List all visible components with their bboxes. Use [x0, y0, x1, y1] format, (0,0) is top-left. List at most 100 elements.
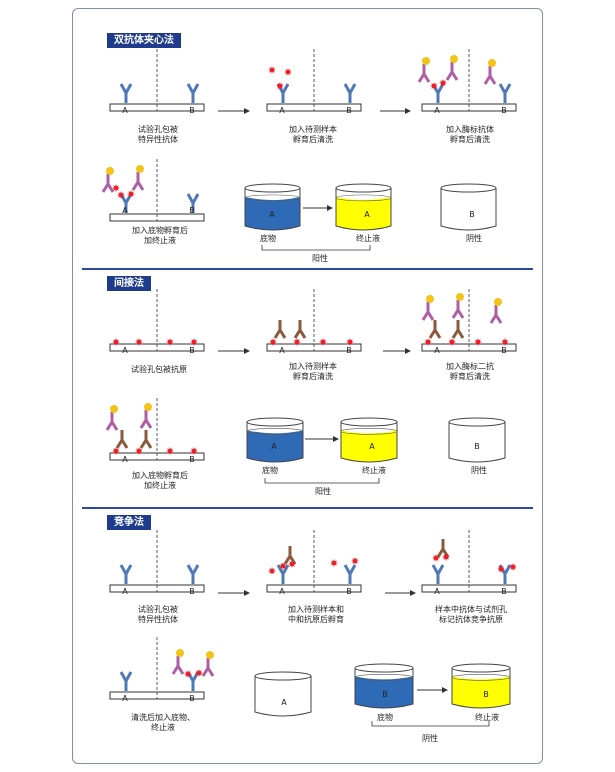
stop-solution-label: 终止液	[475, 713, 499, 722]
antigen-icon	[284, 68, 292, 76]
enzyme-labeled-antibody-icon	[422, 73, 431, 83]
step-caption: 加入底物孵育后 加终止液	[132, 471, 188, 490]
antigen-icon	[268, 567, 276, 575]
well-label-b: B	[501, 106, 507, 115]
well-label-b: B	[189, 206, 195, 215]
well-label-a: A	[279, 587, 285, 596]
arrow-icon	[327, 205, 333, 211]
well-label-b: B	[346, 106, 352, 115]
antigen-icon	[442, 553, 450, 561]
antibody-icon	[124, 564, 133, 575]
well-label-b: B	[189, 694, 195, 703]
enzyme-labeled-antibody-icon	[136, 181, 145, 191]
negative-label: 阴性	[466, 234, 482, 243]
enzyme-icon	[136, 165, 144, 173]
sample-antibody-icon	[278, 329, 287, 339]
section-divider	[82, 268, 533, 270]
step-caption: 加入酶标二抗 孵育后清洗	[446, 362, 494, 381]
arrow-icon	[442, 687, 448, 693]
well-label-b: B	[189, 106, 195, 115]
arrow-icon	[405, 348, 411, 354]
enzyme-labeled-antibody-icon	[106, 183, 115, 193]
antigen-icon	[509, 563, 517, 571]
beaker-rim	[335, 183, 392, 193]
sample-antibody-icon	[456, 329, 465, 339]
antigen-icon	[276, 82, 284, 90]
antigen-icon	[448, 338, 456, 346]
enzyme-labeled-antibody-icon	[110, 421, 119, 431]
beaker-icon	[340, 422, 398, 463]
antibody-icon	[191, 564, 200, 575]
antibody-icon	[191, 83, 200, 94]
beaker-letter: B	[469, 210, 475, 219]
antigen-icon	[432, 554, 440, 562]
beaker-fill	[341, 430, 397, 462]
enzyme-labeled-antibody-icon	[426, 311, 435, 321]
positive-label: 阳性	[312, 254, 328, 263]
well-label-b: B	[346, 346, 352, 355]
beaker-rim	[354, 663, 414, 673]
antigen-icon	[112, 338, 120, 346]
liquid-surface	[246, 428, 304, 435]
well-label-b: B	[189, 346, 195, 355]
enzyme-icon	[206, 651, 214, 659]
arrow-icon	[244, 108, 250, 114]
antibody-icon	[436, 564, 445, 575]
liquid-surface	[335, 194, 392, 202]
antigen-icon	[279, 562, 287, 570]
well-label-a: A	[434, 587, 440, 596]
step-caption: 加入待测样本 孵育后清洗	[289, 362, 337, 381]
step-caption: 加入待测样本 孵育后清洗	[289, 125, 337, 144]
antigen-icon	[501, 338, 509, 346]
negative-label: 阴性	[422, 734, 438, 743]
bracket	[261, 245, 371, 251]
antibody-icon	[191, 193, 200, 204]
arrow-icon	[244, 348, 250, 354]
beaker-rim	[246, 417, 304, 427]
beaker-fill	[336, 196, 391, 230]
liquid-surface	[451, 674, 511, 681]
bracket	[371, 721, 490, 727]
section-title-indirect: 间接法	[107, 276, 151, 291]
well-label-a: A	[434, 106, 440, 115]
beaker-letter: A	[281, 698, 287, 707]
beaker-rim	[254, 671, 312, 681]
antigen-icon	[135, 447, 143, 455]
beaker-letter: B	[483, 690, 489, 699]
antibody-icon	[503, 83, 512, 94]
positive-label: 阳性	[315, 487, 331, 496]
beaker-letter: A	[369, 442, 375, 451]
well-label-a: A	[279, 346, 285, 355]
antigen-icon	[190, 447, 198, 455]
antigen-icon	[424, 338, 432, 346]
liquid-surface	[244, 194, 301, 202]
well-label-b: B	[189, 455, 195, 464]
beaker-letter: A	[364, 210, 370, 219]
beaker-rim	[440, 183, 497, 193]
enzyme-icon	[106, 167, 114, 175]
liquid-surface	[340, 428, 398, 435]
enzyme-icon	[144, 403, 152, 411]
enzyme-icon	[488, 59, 496, 67]
antigen-icon	[184, 670, 192, 678]
enzyme-icon	[426, 295, 434, 303]
enzyme-labeled-antibody-icon	[456, 309, 465, 319]
antibody-icon	[124, 83, 133, 94]
step-caption: 试验孔包被抗原	[131, 365, 187, 374]
well-label-b: B	[346, 587, 352, 596]
antigen-icon	[351, 557, 359, 565]
bracket	[264, 478, 380, 484]
well-label-a: A	[279, 106, 285, 115]
substrate-label: 底物	[377, 713, 393, 722]
enzyme-icon	[422, 57, 430, 65]
enzyme-labeled-antibody-icon	[144, 419, 153, 429]
well-label-b: B	[501, 587, 507, 596]
well-label-a: A	[122, 106, 128, 115]
diagram-frame	[72, 8, 543, 764]
antibody-icon	[281, 564, 290, 575]
antigen-icon	[293, 338, 301, 346]
sample-antibody-icon	[120, 439, 129, 449]
beaker-letter: A	[271, 442, 277, 451]
antibody-icon	[348, 83, 357, 94]
antigen-icon	[319, 338, 327, 346]
